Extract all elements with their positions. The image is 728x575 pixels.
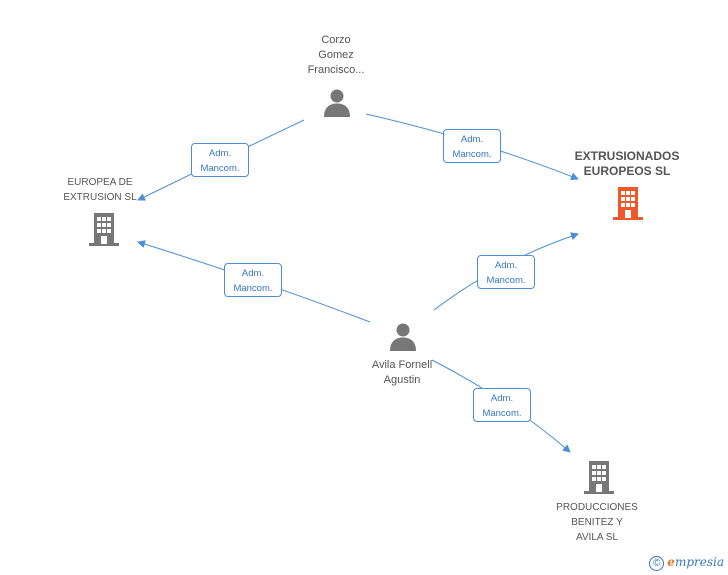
copyright-icon: © <box>649 556 665 571</box>
relation-text-line: Mancom. <box>233 283 273 294</box>
relation-text-line: Adm. <box>490 393 514 404</box>
relation-text-line: Adm. <box>208 148 232 159</box>
empresia-logo: ©empresia <box>649 555 724 571</box>
node-text-line: EXTRUSIONADOS <box>574 149 680 163</box>
person-label-corzo[interactable]: Corzo Gomez Francisco... <box>290 33 382 78</box>
node-text-line: BENITEZ Y <box>571 517 623 528</box>
person-icon[interactable] <box>388 322 418 352</box>
relation-text-line: Adm. <box>494 260 518 271</box>
node-text-line: Corzo <box>321 34 351 46</box>
relation-badge[interactable]: Adm. Mancom. <box>473 388 531 422</box>
relation-badge[interactable]: Adm. Mancom. <box>191 143 249 177</box>
node-text-line: EUROPEOS SL <box>583 164 671 178</box>
person-icon[interactable] <box>322 88 352 118</box>
person-label-avila[interactable]: Avila Fornell Agustin <box>352 358 452 388</box>
relation-text-line: Adm. <box>460 134 484 145</box>
relation-badge[interactable]: Adm. Mancom. <box>443 129 501 163</box>
node-text-line: EUROPEA DE <box>67 177 133 188</box>
relation-text-line: Mancom. <box>482 408 522 419</box>
building-icon[interactable] <box>583 460 615 494</box>
company-label-extrusionados[interactable]: EXTRUSIONADOS EUROPEOS SL <box>566 149 688 179</box>
node-text-line: Francisco... <box>307 64 365 76</box>
brand-initial: e <box>667 555 675 569</box>
brand-name: mpresia <box>674 555 724 569</box>
node-text-line: AVILA SL <box>575 532 619 543</box>
relation-text-line: Adm. <box>241 268 265 279</box>
node-text-line: Gomez <box>318 49 354 61</box>
building-icon[interactable] <box>612 186 644 220</box>
node-text-line: Avila Fornell <box>371 359 433 371</box>
relation-text-line: Mancom. <box>200 163 240 174</box>
company-label-europea[interactable]: EUROPEA DE EXTRUSION SL <box>52 175 148 205</box>
node-text-line: EXTRUSION SL <box>63 192 137 203</box>
relation-badge[interactable]: Adm. Mancom. <box>224 263 282 297</box>
node-text-line: PRODUCCIONES <box>556 502 638 513</box>
node-text-line: Agustin <box>383 374 421 386</box>
building-icon[interactable] <box>88 212 120 246</box>
company-label-producciones[interactable]: PRODUCCIONES BENITEZ Y AVILA SL <box>544 500 650 545</box>
relation-text-line: Mancom. <box>486 275 526 286</box>
relation-badge[interactable]: Adm. Mancom. <box>477 255 535 289</box>
relation-text-line: Mancom. <box>452 149 492 160</box>
